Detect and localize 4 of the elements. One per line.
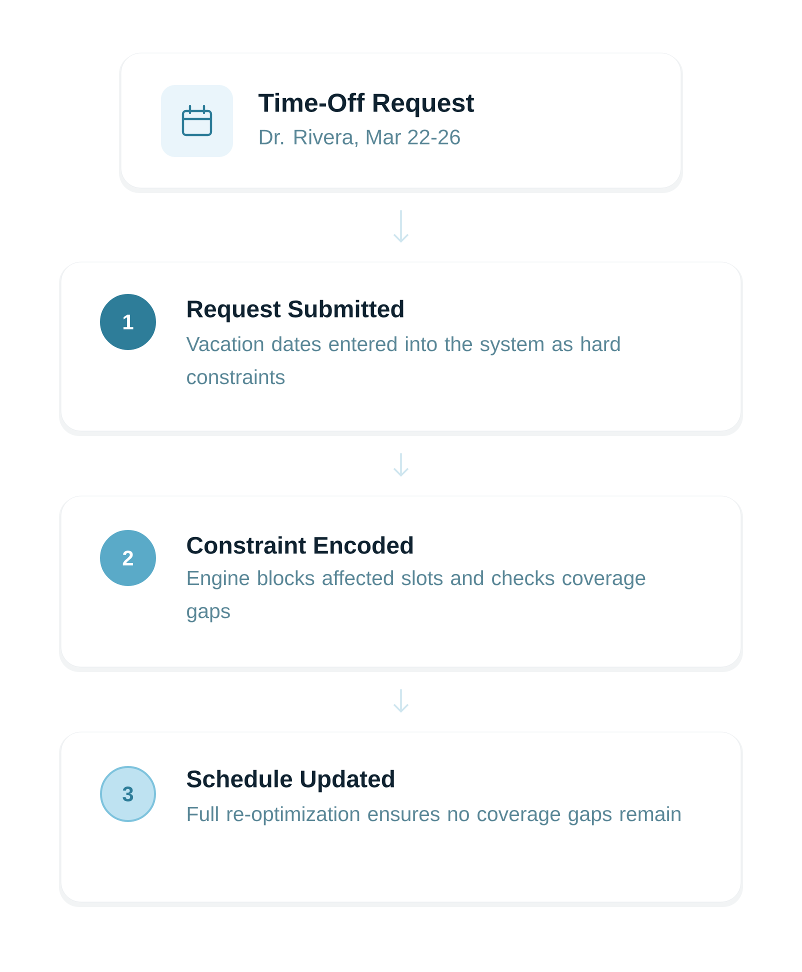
arrow [393, 210, 409, 243]
arrow [393, 453, 409, 477]
arrow [393, 689, 409, 713]
step-card: Time-Off Request Dr. Rivera, Mar 22-26 [119, 52, 683, 193]
